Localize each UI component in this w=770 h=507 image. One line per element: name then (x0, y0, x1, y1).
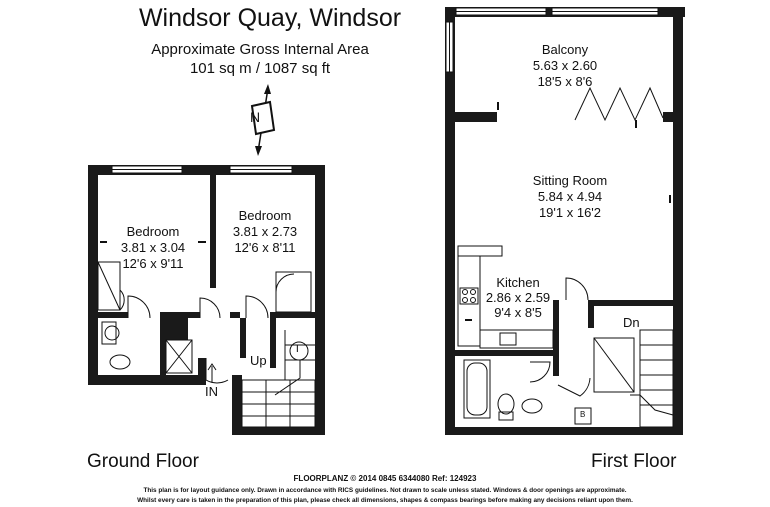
cupboard-label: T (294, 343, 301, 355)
footer-credit: FLOORPLANZ © 2014 0845 6344080 Ref: 1249… (293, 474, 477, 483)
area-value: 101 sq m / 1087 sq ft (189, 60, 331, 77)
kitchen-imperial: 9'4 x 8'5 (494, 305, 542, 320)
bedroom2-name: Bedroom (238, 208, 292, 223)
down-label: Dn (623, 315, 640, 330)
compass-icon (250, 84, 276, 156)
kitchen-metric: 2.86 x 2.59 (485, 290, 551, 305)
ground-floor-fixtures (97, 261, 316, 428)
boiler-label: B (580, 410, 586, 419)
first-floor-label: First Floor (591, 451, 677, 472)
bedroom2-metric: 3.81 x 2.73 (232, 224, 298, 239)
ground-floor-plan (88, 165, 325, 435)
bedroom2-imperial: 12'6 x 8'11 (234, 240, 296, 255)
balcony-imperial: 18'5 x 8'6 (537, 74, 593, 89)
sitting-room-metric: 5.84 x 4.94 (537, 189, 603, 204)
kitchen-name: Kitchen (496, 275, 540, 290)
balcony-name: Balcony (541, 42, 589, 57)
ground-floor-label: Ground Floor (87, 451, 199, 472)
first-floor-plan (445, 7, 685, 435)
bedroom1-imperial: 12'6 x 9'11 (122, 256, 184, 271)
balcony-metric: 5.63 x 2.60 (532, 58, 598, 73)
up-label: Up (250, 353, 267, 368)
bedroom1-name: Bedroom (126, 224, 180, 239)
first-floor-fixtures (457, 86, 674, 428)
area-label: Approximate Gross Internal Area (151, 41, 369, 58)
page-title: Windsor Quay, Windsor (138, 4, 402, 32)
entrance-label: IN (205, 384, 218, 399)
footer-disclaimer-2: Whilst every care is taken in the prepar… (137, 497, 633, 504)
sitting-room-imperial: 19'1 x 16'2 (538, 205, 602, 220)
compass-letter: N (250, 109, 261, 125)
bedroom1-metric: 3.81 x 3.04 (120, 240, 186, 255)
footer-disclaimer-1: This plan is for layout guidance only. D… (143, 487, 627, 494)
sitting-room-name: Sitting Room (532, 173, 608, 188)
